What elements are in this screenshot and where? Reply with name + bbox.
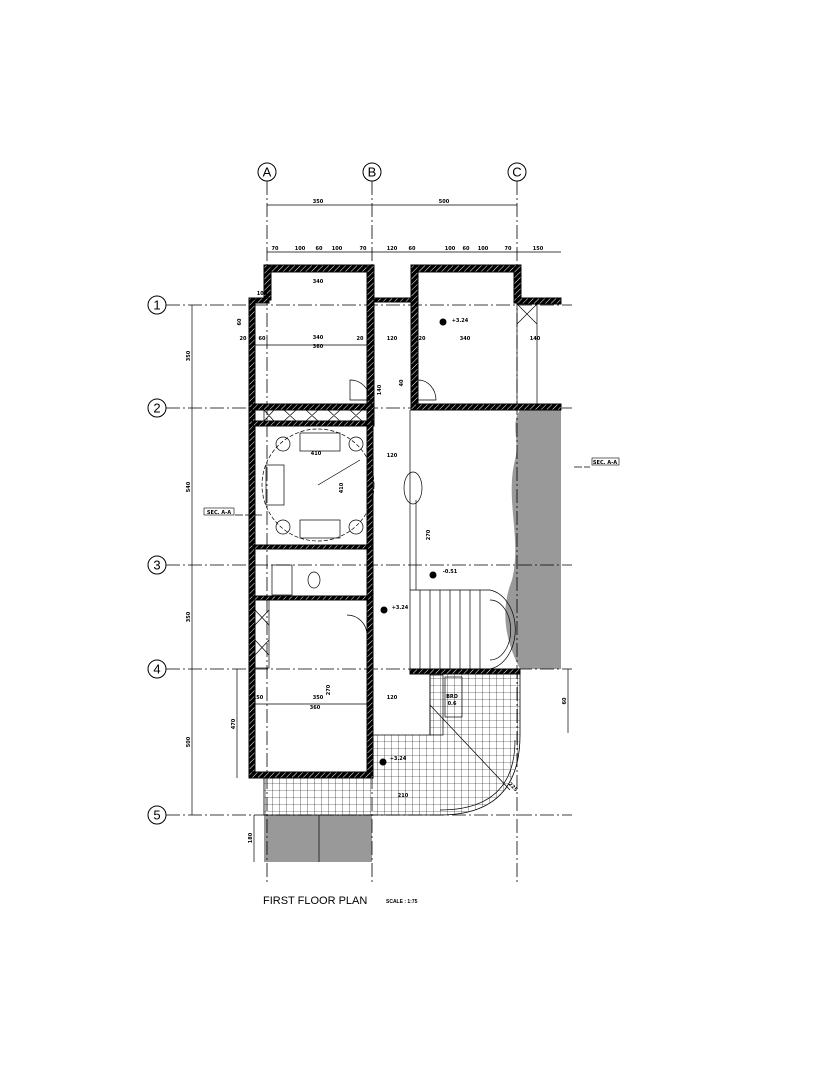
grid-bubble-c: C bbox=[507, 162, 527, 182]
svg-text:350: 350 bbox=[186, 611, 192, 622]
svg-text:BRD: BRD bbox=[446, 694, 458, 700]
svg-text:120: 120 bbox=[387, 246, 398, 252]
left-dimensions: 350 540 350 500 180 470 60 bbox=[186, 305, 569, 862]
svg-text:410: 410 bbox=[311, 451, 322, 457]
svg-text:SEC. A-A: SEC. A-A bbox=[593, 460, 617, 466]
grid-bubble-b: B bbox=[362, 162, 382, 182]
svg-text:100: 100 bbox=[257, 291, 268, 297]
svg-text:150: 150 bbox=[533, 246, 544, 252]
svg-text:120: 120 bbox=[387, 695, 398, 701]
svg-text:150: 150 bbox=[253, 695, 264, 701]
svg-text:340: 340 bbox=[313, 279, 324, 285]
terrace-arc bbox=[439, 739, 516, 811]
section-marker-left: SEC. A-A bbox=[203, 507, 262, 516]
svg-text:20: 20 bbox=[240, 336, 247, 342]
svg-text:540: 540 bbox=[186, 481, 192, 492]
svg-text:1: 1 bbox=[153, 298, 160, 313]
svg-text:60: 60 bbox=[237, 318, 243, 325]
svg-text:360: 360 bbox=[313, 344, 324, 350]
level-marker: +3.24 bbox=[379, 756, 407, 766]
grid-bubble-2: 2 bbox=[147, 398, 167, 418]
svg-text:SEC. A-A: SEC. A-A bbox=[207, 510, 231, 516]
svg-text:140: 140 bbox=[530, 336, 541, 342]
svg-text:70: 70 bbox=[360, 246, 367, 252]
svg-text:0.6: 0.6 bbox=[448, 701, 457, 707]
svg-text:180: 180 bbox=[248, 832, 254, 843]
svg-text:A: A bbox=[263, 165, 272, 180]
svg-text:B: B bbox=[368, 165, 377, 180]
level-marker: +3.24 bbox=[439, 318, 469, 326]
svg-text:500: 500 bbox=[439, 199, 450, 205]
drawing-scale: SCALE : 1:75 bbox=[386, 899, 418, 905]
svg-text:100: 100 bbox=[295, 246, 306, 252]
svg-text:20: 20 bbox=[357, 336, 364, 342]
drawing-title: FIRST FLOOR PLAN bbox=[263, 895, 367, 907]
svg-text:2: 2 bbox=[153, 401, 160, 416]
grid-bubble-5: 5 bbox=[147, 805, 167, 825]
grid-bubble-3: 3 bbox=[147, 555, 167, 575]
svg-text:5: 5 bbox=[153, 808, 160, 823]
grid-bubble-4: 4 bbox=[147, 659, 167, 679]
svg-text:340: 340 bbox=[313, 335, 324, 341]
svg-text:100: 100 bbox=[332, 246, 343, 252]
svg-text:410: 410 bbox=[339, 482, 345, 493]
svg-text:40: 40 bbox=[399, 379, 405, 386]
svg-text:350: 350 bbox=[186, 350, 192, 361]
top-dimensions: 350 500 70 100 60 100 70 120 60 100 60 1… bbox=[267, 199, 561, 253]
void-area bbox=[505, 410, 561, 669]
svg-text:120: 120 bbox=[387, 336, 398, 342]
svg-text:210: 210 bbox=[398, 793, 409, 799]
terrace-tiles bbox=[263, 668, 521, 816]
svg-text:+3.24: +3.24 bbox=[390, 756, 407, 762]
svg-text:C: C bbox=[512, 165, 521, 180]
svg-text:140: 140 bbox=[377, 384, 383, 395]
svg-text:340: 340 bbox=[460, 336, 471, 342]
svg-text:70: 70 bbox=[272, 246, 279, 252]
svg-text:3: 3 bbox=[153, 558, 160, 573]
grid-bubble-a: A bbox=[257, 162, 277, 182]
level-marker: -0.51 bbox=[429, 569, 458, 579]
grid-bubble-1: 1 bbox=[147, 295, 167, 315]
level-marker: +3.24 bbox=[380, 605, 409, 614]
planter-area bbox=[264, 815, 372, 862]
svg-text:270: 270 bbox=[326, 684, 332, 695]
interior-lines bbox=[254, 303, 538, 791]
svg-text:60: 60 bbox=[562, 697, 568, 704]
svg-text:350: 350 bbox=[313, 199, 324, 205]
svg-text:500: 500 bbox=[186, 736, 192, 747]
svg-text:60: 60 bbox=[409, 246, 416, 252]
svg-text:120: 120 bbox=[387, 453, 398, 459]
svg-text:270: 270 bbox=[426, 529, 432, 540]
section-marker-right: SEC. A-A bbox=[574, 457, 620, 468]
inner-dimensions: 340 340 360 120 20 20 60 340 20 140 410 … bbox=[237, 279, 541, 799]
svg-text:470: 470 bbox=[231, 718, 237, 729]
svg-text:+3.24: +3.24 bbox=[392, 605, 409, 611]
svg-text:70: 70 bbox=[505, 246, 512, 252]
svg-text:60: 60 bbox=[259, 336, 266, 342]
svg-text:+3.24: +3.24 bbox=[452, 318, 469, 324]
svg-text:225: 225 bbox=[507, 781, 519, 793]
svg-text:350: 350 bbox=[313, 695, 324, 701]
svg-text:20: 20 bbox=[419, 336, 426, 342]
svg-text:360: 360 bbox=[310, 705, 321, 711]
svg-text:60: 60 bbox=[316, 246, 323, 252]
svg-text:100: 100 bbox=[478, 246, 489, 252]
svg-text:4: 4 bbox=[153, 662, 160, 677]
svg-text:100: 100 bbox=[445, 246, 456, 252]
walls bbox=[248, 264, 562, 779]
svg-text:-0.51: -0.51 bbox=[443, 569, 458, 575]
svg-text:60: 60 bbox=[463, 246, 470, 252]
